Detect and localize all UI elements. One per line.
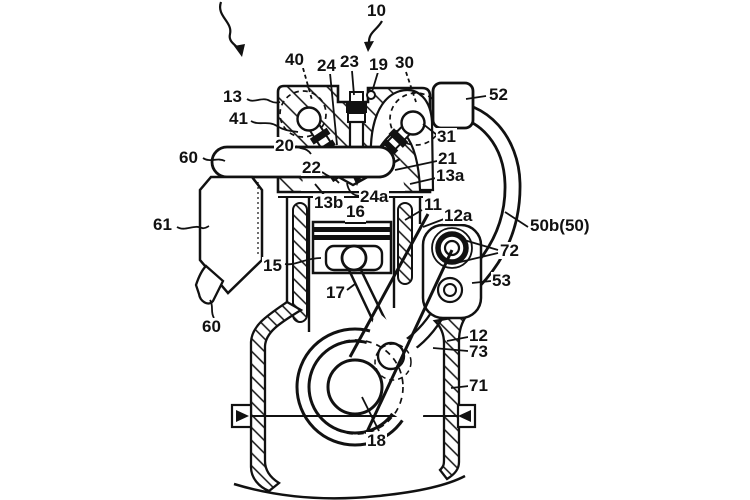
leader-12 [446,336,469,342]
piston [311,220,393,275]
leader-72b [455,252,499,264]
flange-left [230,403,253,429]
ref-label-41: 41 [228,109,249,128]
cam-chain-loop-inner [447,114,507,270]
ref-label-40: 40 [284,50,305,69]
leader-40 [302,67,313,101]
crankcase-right-wall [432,313,470,481]
leader-18 [361,396,380,432]
leader-21 [394,160,438,171]
cam-chain-loop-outer [443,100,522,288]
flange-right [456,403,477,429]
leader-50b [504,211,529,228]
ref-label-24: 24 [316,56,337,75]
ref-label-13a: 13a [435,166,466,185]
leader-73 [432,347,469,352]
ref-label-15: 15 [262,256,283,275]
crankcase-left-wall [249,300,304,493]
ref-label-60-intake: 60 [178,148,199,167]
idler-circle-inner [443,283,457,297]
leader-24 [329,72,338,146]
leader-17 [346,283,356,291]
ref-label-21: 21 [437,149,458,168]
ref-label-23: 23 [339,52,360,71]
piston-pin [340,244,368,272]
leader-30 [405,71,417,103]
cam-chain-loop [443,100,522,288]
sprocket-center [443,239,461,257]
ref-label-73: 73 [468,342,489,361]
figure-arrow-10 [364,20,383,52]
cam-circle-left [279,90,327,138]
ref-label-12: 12 [468,326,489,345]
ref-label-71: 71 [468,376,489,395]
ref-label-24a: 24a [359,187,390,206]
ref-label-61: 61 [152,215,173,234]
ref-label-16: 16 [345,203,366,224]
leader-22 [321,171,340,184]
water-jacket-right [397,202,413,285]
leader-19 [371,71,379,93]
piston-ring-2 [313,235,391,240]
leader-72a [463,239,499,251]
crank-gap-mask [364,310,430,433]
leader-11 [404,209,423,221]
piston-ring-1 [313,227,391,232]
ref-label-10: 10 [366,1,387,20]
chain-run-lower [364,249,454,435]
leader-13a [409,177,437,185]
crank-journal [326,358,384,416]
leader-61 [176,225,210,230]
air-cleaner [194,175,264,305]
ref-label-60-drain: 60 [201,317,222,336]
valve-tappet-right [400,110,426,136]
component-box-52 [431,81,475,130]
leader-13 [246,98,281,104]
ref-label-13: 13 [222,87,243,106]
ref-label-12a: 12a [443,206,474,225]
sprocket-ring [435,231,469,265]
leader-71 [450,385,470,389]
ref-label-53: 53 [491,271,512,290]
leader-lines [176,67,529,432]
ref-label-22: 22 [301,158,322,177]
ref-label-50b: 50b(50) [529,216,591,235]
leader-20 [295,145,312,155]
leader-15 [284,257,322,266]
figure-arrow-top [218,1,245,57]
leader-24a [346,182,362,197]
oil-pan-bottom [233,474,466,500]
ref-label-52: 52 [488,85,509,104]
breather-hole-19 [366,90,376,100]
leader-23 [351,70,355,96]
leader-60a [202,157,226,162]
chain-run-upper [348,213,430,358]
crank-orbit-dashed [308,339,404,435]
ref-label-17: 17 [325,283,346,302]
crankshaft [295,213,454,447]
air-cleaner-box [198,175,264,295]
leader-60b [209,299,215,319]
leader-41 [250,120,299,133]
valve-tappet-left [296,106,322,132]
ref-label-19: 19 [368,55,389,74]
chain-housing [421,223,483,320]
leader-53 [471,280,492,284]
ref-label-72: 72 [499,241,520,260]
ref-label-18: 18 [366,431,387,450]
leader-12a [422,218,445,228]
ref-label-13b: 13b [313,193,345,212]
leader-31 [422,123,438,136]
ref-label-20: 20 [274,136,295,155]
crankpin-orbit-dashed [374,343,412,381]
ref-label-11: 11 [423,195,443,214]
ref-label-30: 30 [394,53,415,72]
combustion-chamber [301,159,405,191]
ref-label-31: 31 [436,127,457,146]
leader-52 [465,95,487,100]
